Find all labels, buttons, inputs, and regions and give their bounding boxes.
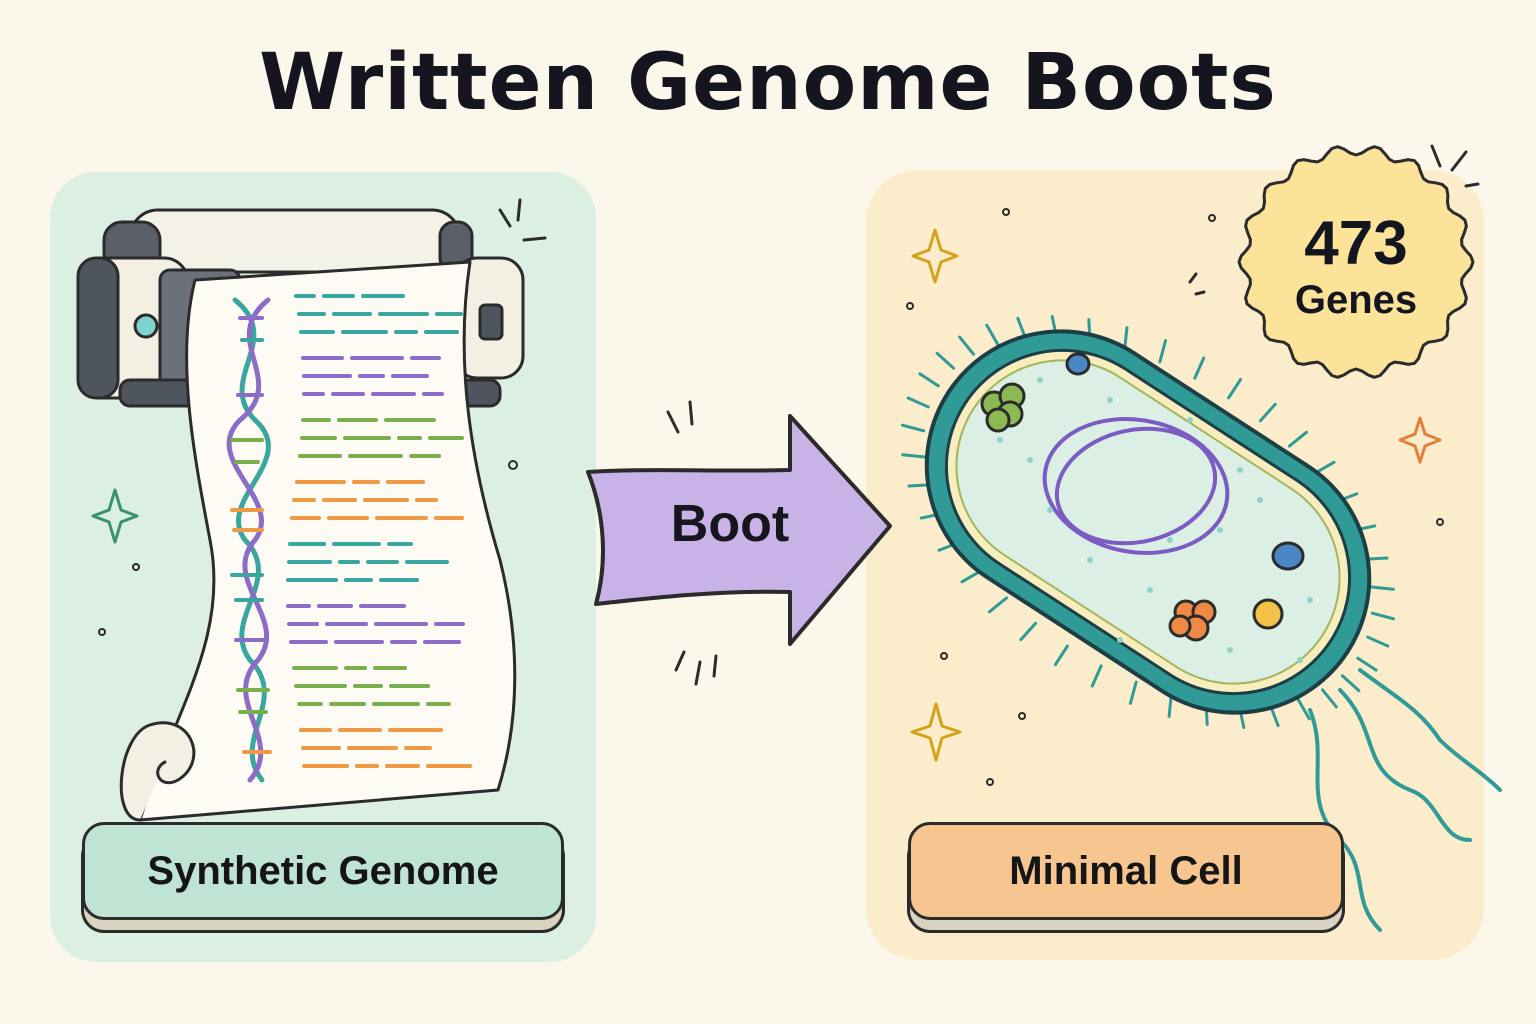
cytoplasm-dot	[1167, 537, 1173, 543]
pilus	[1296, 698, 1311, 721]
badge-gene-count: 473	[1304, 209, 1408, 278]
pilus	[918, 372, 940, 388]
dot-decoration	[508, 460, 518, 470]
dot-decoration	[906, 208, 1444, 786]
minimal-cell	[900, 314, 1502, 932]
burst-lines-icon	[498, 198, 547, 242]
pilus	[1128, 680, 1138, 705]
cytoplasm-dot	[1047, 507, 1053, 513]
pilus	[1287, 430, 1309, 448]
pilus	[1320, 688, 1338, 709]
pilus	[1258, 402, 1277, 423]
cytoplasm-dot	[1027, 457, 1033, 463]
pilus	[1366, 635, 1390, 648]
pilus	[985, 323, 1000, 346]
pilus	[987, 596, 1009, 614]
cytoplasm-dot	[1257, 497, 1263, 503]
pilus	[1356, 656, 1378, 672]
cytoplasm-dot	[1237, 467, 1243, 473]
pilus	[1369, 585, 1395, 591]
pilus	[958, 335, 976, 356]
sparkle-icon	[1398, 416, 1442, 464]
burst-lines-icon	[1188, 144, 1480, 296]
genome-code-lines	[286, 294, 472, 768]
pilus	[906, 396, 930, 409]
pilus	[901, 453, 927, 459]
pilus	[1227, 377, 1243, 400]
dot-decoration	[132, 563, 140, 571]
pilus	[1370, 611, 1396, 621]
pilus	[1340, 674, 1361, 693]
dot-decoration	[98, 628, 106, 636]
pilus	[935, 351, 956, 370]
sparkle-icon	[91, 488, 139, 544]
boot-arrow	[586, 400, 892, 686]
sparkle-icon	[911, 228, 959, 284]
cytoplasm-dot	[1297, 657, 1303, 663]
pilus	[900, 423, 926, 433]
pilus	[1158, 339, 1168, 364]
minimal-cell-label: Minimal Cell	[908, 822, 1344, 920]
cytoplasm-dot	[1037, 377, 1043, 383]
cytoplasm-dot	[1217, 527, 1223, 533]
cytoplasm-dot	[1187, 417, 1193, 423]
pilus	[1090, 664, 1103, 688]
cytoplasm-dots	[997, 377, 1313, 663]
pilus	[1193, 356, 1206, 380]
sparkle-icon	[910, 702, 962, 762]
cytoplasm-dot	[997, 437, 1003, 443]
genome-scroll	[119, 260, 517, 822]
cytoplasm-dot	[1117, 637, 1123, 643]
pilus	[1053, 644, 1069, 667]
cytoplasm-dot	[1107, 397, 1113, 403]
boot-arrow-label: Boot	[670, 495, 790, 553]
pilus	[1019, 621, 1038, 642]
cytoplasm-dot	[1227, 647, 1233, 653]
cytoplasm-dot	[1307, 597, 1313, 603]
page-title: Written Genome Boots	[259, 38, 1277, 128]
cytoplasm-dot	[1087, 557, 1093, 563]
synthetic-genome-label: Synthetic Genome	[82, 822, 564, 920]
cytoplasm-dot	[1147, 587, 1153, 593]
badge-gene-unit: Genes	[1294, 278, 1418, 322]
gene-count-badge	[1237, 145, 1475, 379]
